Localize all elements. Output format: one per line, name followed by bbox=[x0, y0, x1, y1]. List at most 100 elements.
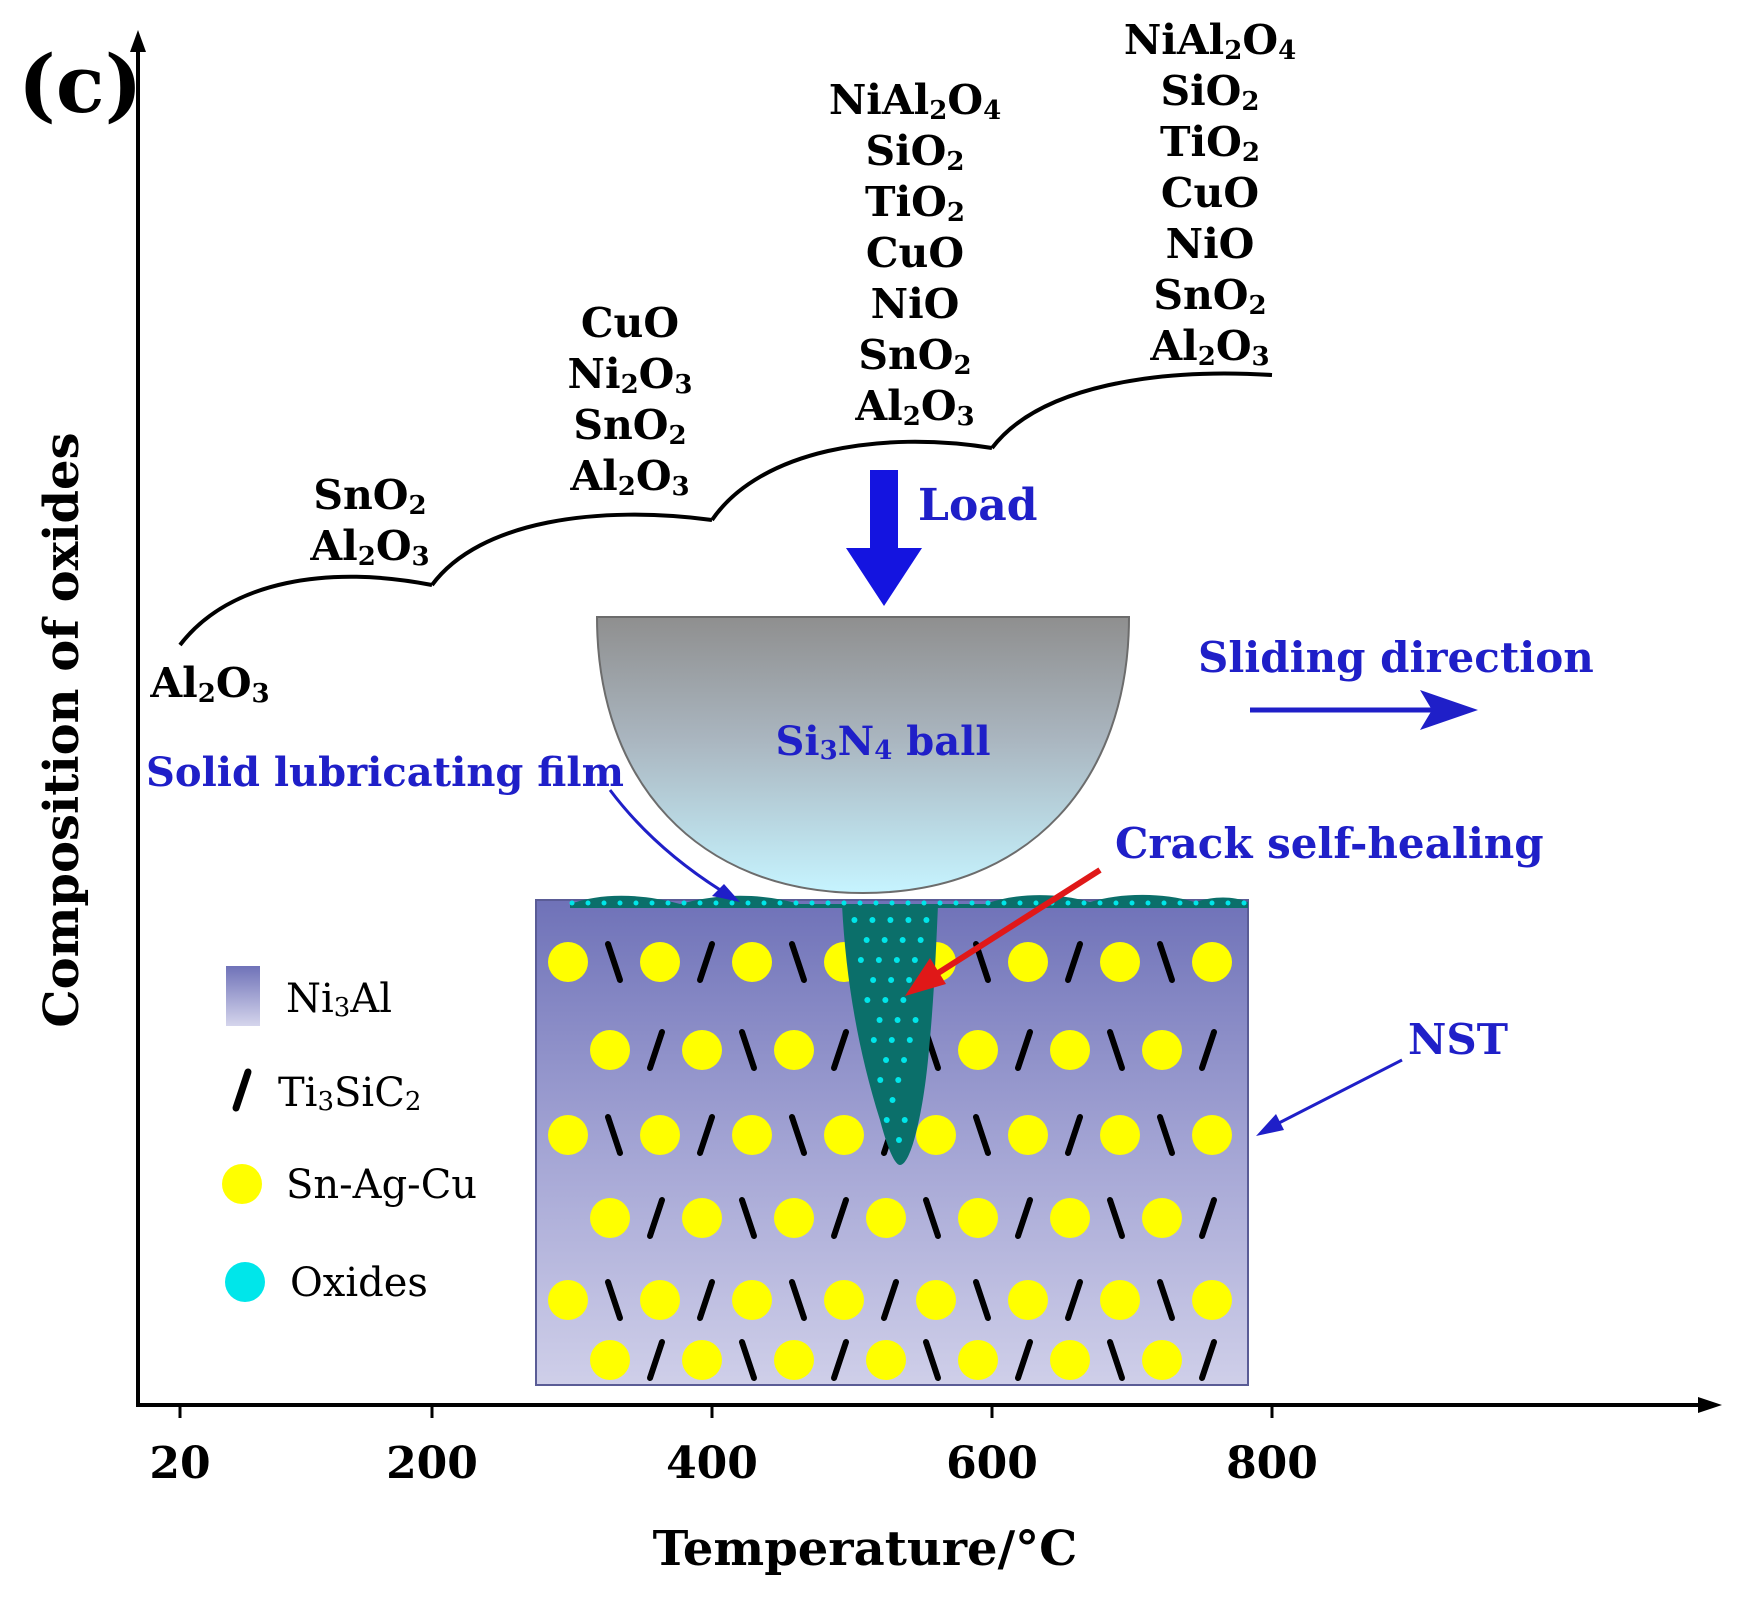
snagcu-particle bbox=[866, 1340, 906, 1380]
oxide-formula: TiO2 bbox=[865, 178, 965, 228]
curve-segment bbox=[178, 574, 433, 647]
oxide-formula: Ni2O3 bbox=[568, 350, 693, 400]
oxide-formula: SiO2 bbox=[1161, 67, 1260, 117]
x-axis-label: Temperature/°C bbox=[653, 1521, 1078, 1577]
oxide-dot bbox=[633, 900, 639, 906]
film-oxide-dots bbox=[569, 900, 1247, 906]
ti3sic2-flake bbox=[789, 1114, 807, 1156]
ni3al-swatch bbox=[226, 966, 260, 1026]
snagcu-particle bbox=[1100, 1280, 1140, 1320]
x-tick-label: 800 bbox=[1226, 1438, 1318, 1489]
oxide-formula: Al2O3 bbox=[309, 522, 429, 572]
snagcu-particle bbox=[640, 1115, 680, 1155]
oxide-stack-20: Al2O3 bbox=[149, 659, 269, 709]
oxide-dot bbox=[1081, 900, 1087, 906]
crack-healing-arrow bbox=[905, 867, 1102, 996]
oxide-formula: TiO2 bbox=[1160, 118, 1260, 168]
oxide-dot bbox=[1145, 900, 1151, 906]
oxide-formula: SnO2 bbox=[313, 471, 426, 521]
oxide-dot bbox=[894, 1017, 901, 1023]
snagcu-particle bbox=[958, 1340, 998, 1380]
load-label: Load bbox=[918, 480, 1038, 531]
curve-segment bbox=[430, 512, 713, 587]
oxide-dot bbox=[882, 997, 889, 1003]
x-tick-label: 600 bbox=[946, 1438, 1038, 1489]
oxide-formula: CuO bbox=[1161, 169, 1259, 217]
x-tick-20: 20 bbox=[149, 1405, 211, 1489]
oxide-dot bbox=[1193, 900, 1199, 906]
ti3sic2-flake bbox=[697, 941, 715, 983]
ti3sic2-flake bbox=[605, 1114, 623, 1156]
panel-label: (c) bbox=[18, 37, 142, 131]
axes bbox=[130, 30, 1722, 1413]
oxide-dot bbox=[869, 917, 876, 923]
oxide-dot bbox=[569, 900, 575, 906]
ti3sic2-flake bbox=[973, 1279, 991, 1321]
snagcu-particle bbox=[1008, 1115, 1048, 1155]
legend-item-ni3al: Ni3Al bbox=[226, 966, 392, 1026]
legend-item-ti3sic2: Ti3SiC2 bbox=[232, 1068, 421, 1117]
oxide-dot bbox=[875, 957, 882, 963]
ti3sic2-flake bbox=[1157, 1279, 1175, 1321]
oxide-dot bbox=[863, 937, 870, 943]
crack-oxide-dots bbox=[851, 917, 930, 1143]
ti3sic2-flake bbox=[923, 1197, 941, 1239]
legend-item-oxides: Oxides bbox=[225, 1260, 428, 1306]
snagcu-particle bbox=[1050, 1340, 1090, 1380]
snagcu-particle bbox=[640, 1280, 680, 1320]
crack-healing-label: Crack self-healing bbox=[1115, 819, 1544, 868]
oxides-swatch bbox=[225, 1262, 265, 1302]
oxide-dot bbox=[876, 1017, 883, 1023]
oxide-dot bbox=[985, 900, 991, 906]
nst-label: NST bbox=[1408, 1015, 1508, 1064]
ti3sic2-flake bbox=[1015, 1197, 1033, 1239]
oxide-dot bbox=[911, 957, 918, 963]
snagcu-particle bbox=[548, 942, 588, 982]
snagcu-particle bbox=[1192, 1280, 1232, 1320]
oxide-dot bbox=[901, 1057, 908, 1063]
ti3sic2-flake bbox=[605, 1279, 623, 1321]
snagcu-particle bbox=[1100, 1115, 1140, 1155]
oxide-dot bbox=[895, 1077, 902, 1083]
oxide-dot bbox=[851, 917, 858, 923]
ti3sic2-flake bbox=[739, 1339, 757, 1381]
snagcu-particle bbox=[1100, 942, 1140, 982]
oxide-dot bbox=[665, 900, 671, 906]
oxide-dot bbox=[895, 1137, 902, 1143]
ti3sic2-flake bbox=[1015, 1029, 1033, 1071]
oxide-formula: SiO2 bbox=[866, 127, 965, 177]
oxide-dot bbox=[893, 957, 900, 963]
oxide-dot bbox=[917, 937, 924, 943]
oxide-dot bbox=[825, 900, 831, 906]
ti3sic2-flake bbox=[1199, 1029, 1217, 1071]
snagcu-particle bbox=[1142, 1198, 1182, 1238]
snagcu-particle bbox=[824, 1280, 864, 1320]
composition-curves bbox=[178, 371, 1273, 647]
oxide-dot bbox=[889, 1097, 896, 1103]
oxide-dot bbox=[1225, 900, 1231, 906]
snagcu-particle bbox=[916, 1280, 956, 1320]
oxide-dot bbox=[969, 900, 975, 906]
oxide-formula: SnO2 bbox=[1153, 271, 1266, 321]
oxide-dot bbox=[906, 1037, 913, 1043]
oxide-dot bbox=[888, 977, 895, 983]
snagcu-particle bbox=[824, 1115, 864, 1155]
snagcu-swatch bbox=[222, 1164, 262, 1204]
snagcu-particle bbox=[590, 1198, 630, 1238]
oxide-dot bbox=[1209, 900, 1215, 906]
oxide-dot bbox=[887, 917, 894, 923]
ti3sic2-flake bbox=[1199, 1197, 1217, 1239]
oxide-dot bbox=[1033, 900, 1039, 906]
legend-label: Ni3Al bbox=[286, 976, 392, 1023]
oxide-formula: SnO2 bbox=[858, 331, 971, 381]
snagcu-particle bbox=[682, 1340, 722, 1380]
snagcu-particle bbox=[1192, 1115, 1232, 1155]
oxide-formula: CuO bbox=[581, 299, 679, 347]
legend: Ni3Al Ti3SiC2 Sn-Ag-Cu Oxides bbox=[222, 966, 477, 1306]
ti3sic2-flake bbox=[697, 1114, 715, 1156]
solid-film-label: Solid lubricating film bbox=[146, 749, 624, 796]
oxide-dot bbox=[1065, 900, 1071, 906]
legend-item-snagcu: Sn-Ag-Cu bbox=[222, 1162, 477, 1208]
